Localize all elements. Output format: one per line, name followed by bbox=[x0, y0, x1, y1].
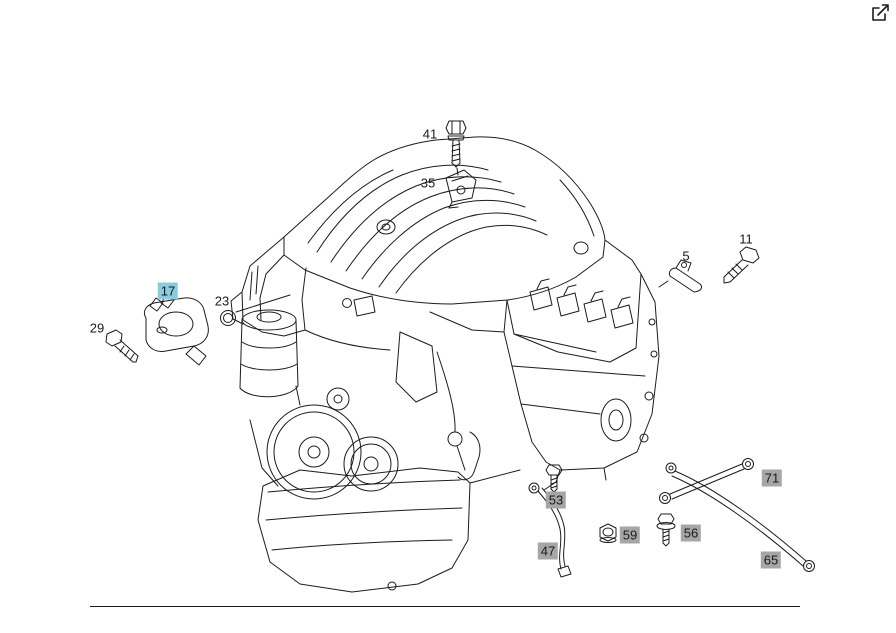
footer-divider bbox=[90, 606, 800, 607]
camshaft-sensor-17-drawing[interactable] bbox=[143, 294, 209, 366]
crankshaft-sensor-5-drawing[interactable] bbox=[668, 259, 703, 293]
part-callout-71[interactable]: 71 bbox=[761, 469, 783, 487]
part-callout-11[interactable]: 11 bbox=[739, 231, 753, 247]
part-callout-17[interactable]: 17 bbox=[157, 282, 179, 300]
bolt-53-drawing[interactable] bbox=[545, 464, 563, 493]
part-callout-29[interactable]: 29 bbox=[89, 320, 105, 336]
part-callout-35[interactable]: 35 bbox=[420, 175, 436, 191]
nut-59-drawing[interactable] bbox=[599, 523, 617, 543]
part-callout-65[interactable]: 65 bbox=[760, 551, 782, 569]
part-callout-53[interactable]: 53 bbox=[545, 491, 567, 509]
o-ring-23-drawing[interactable] bbox=[220, 310, 236, 326]
sensor-35-drawing[interactable] bbox=[445, 169, 477, 209]
engine-line-art bbox=[230, 136, 669, 593]
part-callout-41[interactable]: 41 bbox=[422, 126, 438, 142]
bolt-11-drawing[interactable] bbox=[723, 246, 760, 284]
bolt-29-drawing[interactable] bbox=[105, 329, 139, 363]
part-callout-47[interactable]: 47 bbox=[537, 542, 559, 560]
external-link-icon[interactable] bbox=[869, 3, 891, 23]
cable-71-drawing[interactable] bbox=[659, 458, 754, 504]
part-callout-59[interactable]: 59 bbox=[619, 526, 641, 544]
bolt-56-drawing[interactable] bbox=[656, 513, 676, 547]
part-callout-23[interactable]: 23 bbox=[214, 293, 230, 309]
part-callout-56[interactable]: 56 bbox=[680, 524, 702, 542]
cable-65-drawing[interactable] bbox=[665, 462, 815, 572]
part-callout-5[interactable]: 5 bbox=[682, 248, 690, 264]
bolt-41-drawing[interactable] bbox=[445, 120, 467, 168]
